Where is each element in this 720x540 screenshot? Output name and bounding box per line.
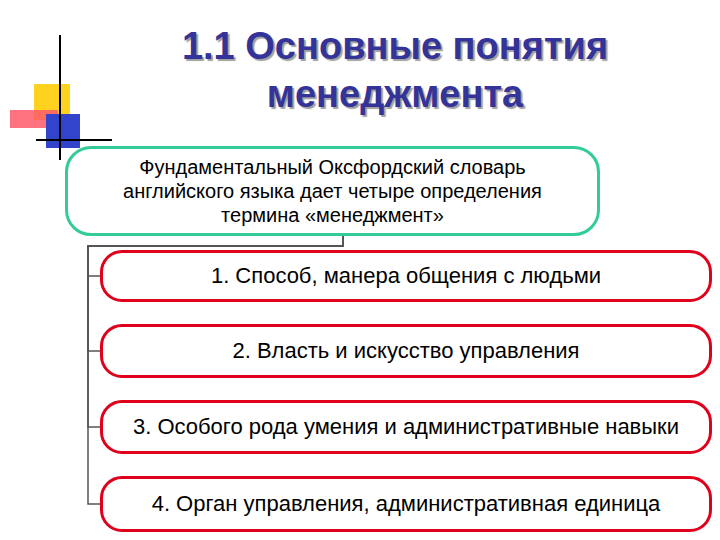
slide-title: 1.1 Основные понятия менеджмента [120, 22, 670, 118]
box-text: Фундаментальный Оксфордский словарь англ… [82, 155, 583, 227]
definition-box: 1. Способ, манера общения с людьми [100, 250, 712, 302]
definition-box: 2. Власть и искусство управления [100, 324, 712, 378]
box-text: 4. Орган управления, административная ед… [152, 491, 661, 517]
blue-square [46, 114, 80, 148]
vertical-rule [59, 35, 61, 160]
definition-source-box: Фундаментальный Оксфордский словарь англ… [65, 146, 600, 236]
definition-box: 4. Орган управления, административная ед… [100, 476, 712, 532]
horizontal-rule [36, 139, 112, 141]
definition-box: 3. Особого рода умения и административны… [100, 400, 712, 454]
box-text: 2. Власть и искусство управления [232, 338, 579, 364]
box-text: 1. Способ, манера общения с людьми [211, 263, 601, 289]
box-text: 3. Особого рода умения и административны… [133, 414, 679, 440]
